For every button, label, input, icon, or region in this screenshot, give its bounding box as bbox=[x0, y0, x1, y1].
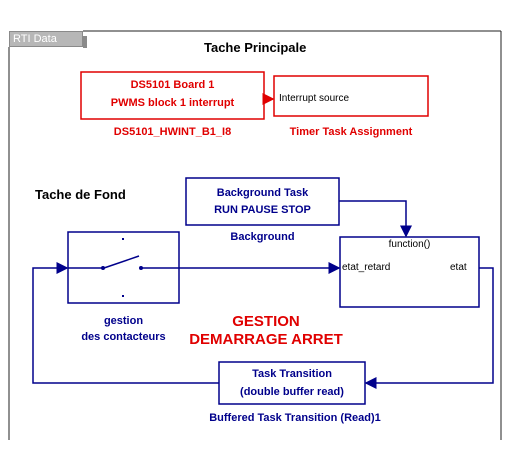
background-task-line2: RUN PAUSE STOP bbox=[214, 204, 311, 216]
interrupt-source-port-label: Interrupt source bbox=[279, 93, 350, 104]
switch-icon bbox=[68, 238, 179, 297]
background-task-line1: Background Task bbox=[216, 187, 309, 199]
background-task-caption: Background bbox=[230, 231, 295, 243]
gestion-caption-line2: des contacteurs bbox=[81, 331, 166, 343]
function-output-label: etat bbox=[450, 262, 467, 273]
main-task-title: Tache Principale bbox=[204, 40, 307, 55]
rti-data-tab[interactable]: RTI Data bbox=[9, 31, 87, 48]
function-input-label: etat_retard bbox=[342, 262, 391, 273]
task-transition-line1: Task Transition bbox=[252, 368, 332, 380]
task-transition-line2: (double buffer read) bbox=[240, 386, 344, 398]
task-transition-caption: Buffered Task Transition (Read)1 bbox=[209, 412, 381, 424]
background-task-block[interactable] bbox=[185, 177, 340, 226]
background-section-title: Tache de Fond bbox=[35, 187, 126, 202]
function-title: function() bbox=[388, 239, 431, 250]
background-connector bbox=[339, 200, 412, 238]
output-connector bbox=[364, 267, 494, 389]
feedback-connector bbox=[32, 262, 219, 384]
gestion-heading-line1: GESTION bbox=[232, 313, 300, 330]
ds5101-caption: DS5101_HWINT_B1_I8 bbox=[113, 126, 232, 138]
ds5101-line2: PWMS block 1 interrupt bbox=[110, 97, 235, 109]
timer-task-caption: Timer Task Assignment bbox=[289, 126, 413, 138]
gestion-heading-line2: DEMARRAGE ARRET bbox=[189, 331, 343, 348]
ds5101-line1: DS5101 Board 1 bbox=[130, 79, 215, 91]
gestion-caption-line1: gestion bbox=[103, 315, 144, 327]
